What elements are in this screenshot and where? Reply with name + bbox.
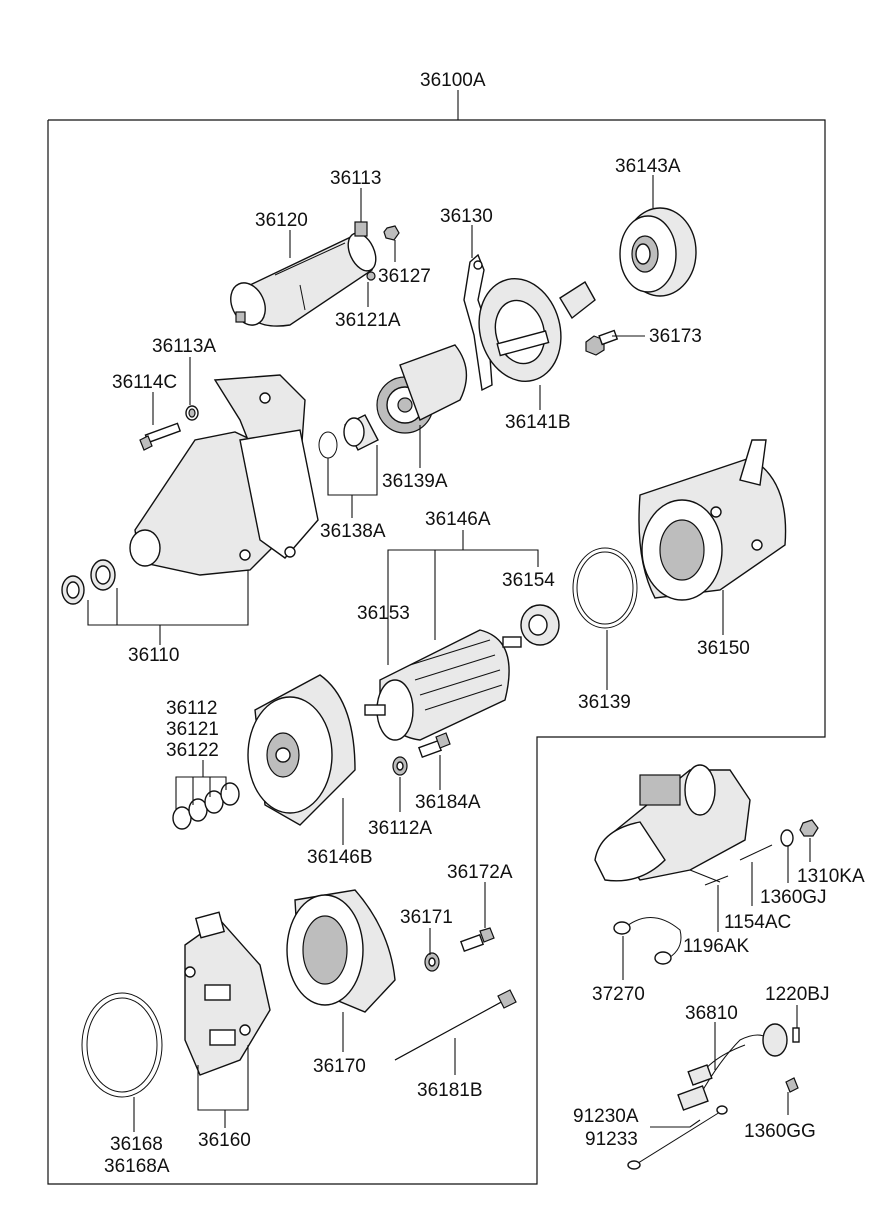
label-91230A: 91230A bbox=[573, 1106, 639, 1127]
label-36138A: 36138A bbox=[320, 521, 386, 542]
o-ring-36139-part bbox=[572, 547, 638, 629]
front-housing-part bbox=[129, 374, 319, 576]
ground-cable-part bbox=[627, 1105, 728, 1170]
bolt-1196AK-part bbox=[704, 875, 729, 886]
rear-cover-part bbox=[286, 889, 396, 1013]
label-37270: 37270 bbox=[592, 984, 645, 1005]
label-36100A: 36100A bbox=[420, 70, 486, 91]
label-1154AC: 1154AC bbox=[724, 912, 791, 933]
washer-36171-part bbox=[424, 952, 440, 972]
label-1220BJ: 1220BJ bbox=[765, 984, 829, 1005]
wiring-harness-part bbox=[677, 1023, 800, 1111]
bushing-part bbox=[61, 559, 116, 605]
screw-36172A-part bbox=[459, 927, 495, 953]
label-36146B: 36146B bbox=[307, 847, 373, 868]
label-36184A: 36184A bbox=[415, 792, 481, 813]
through-bolt-part bbox=[394, 989, 517, 1061]
wire-clip-37270-part bbox=[613, 917, 682, 965]
washer-1360GJ-part bbox=[780, 829, 794, 847]
starter-assembly-part bbox=[594, 764, 751, 883]
label-36122: 36122 bbox=[166, 740, 219, 761]
label-36154: 36154 bbox=[502, 570, 555, 591]
label-36171: 36171 bbox=[400, 907, 453, 928]
o-ring-36168-part bbox=[81, 992, 163, 1098]
label-36170: 36170 bbox=[313, 1056, 366, 1077]
nut-1310KA-part bbox=[799, 819, 819, 837]
sleeve-part bbox=[318, 414, 379, 459]
label-36121A: 36121A bbox=[335, 310, 401, 331]
bearing-36143A-part bbox=[619, 207, 697, 297]
label-36150: 36150 bbox=[697, 638, 750, 659]
bolt-36114C-part bbox=[139, 422, 182, 451]
label-36810: 36810 bbox=[685, 1003, 738, 1024]
label-36127: 36127 bbox=[378, 266, 431, 287]
label-91233: 91233 bbox=[585, 1129, 638, 1150]
label-36141B: 36141B bbox=[505, 412, 571, 433]
label-36168: 36168 bbox=[110, 1134, 163, 1155]
yoke-part bbox=[638, 439, 787, 601]
label-36139: 36139 bbox=[578, 692, 631, 713]
label-36113A: 36113A bbox=[152, 336, 216, 357]
label-36146A: 36146A bbox=[425, 509, 491, 530]
washer-36112A-part bbox=[392, 756, 408, 776]
brush-holder-part bbox=[184, 911, 271, 1076]
label-36168A: 36168A bbox=[104, 1156, 170, 1177]
label-36181B: 36181B bbox=[417, 1080, 483, 1101]
leader-lines bbox=[87, 175, 811, 1132]
label-1310KA: 1310KA bbox=[797, 866, 865, 887]
washer-36113A-part bbox=[185, 405, 199, 421]
label-36121: 36121 bbox=[166, 719, 219, 740]
label-36113: 36113 bbox=[330, 168, 381, 189]
label-36130: 36130 bbox=[440, 206, 493, 227]
label-36120: 36120 bbox=[255, 210, 308, 231]
armature-part bbox=[364, 629, 522, 741]
pinion-gear-part bbox=[376, 344, 468, 434]
label-36173: 36173 bbox=[649, 326, 702, 347]
end-frame-part bbox=[247, 674, 356, 826]
label-36172A: 36172A bbox=[447, 862, 513, 883]
bolt-36173-part bbox=[585, 329, 619, 356]
label-1196AK: 1196AK bbox=[683, 936, 750, 957]
label-36143A: 36143A bbox=[615, 156, 681, 177]
label-36110: 36110 bbox=[128, 645, 179, 666]
stud-1154AC-part bbox=[739, 844, 773, 861]
label-36114C: 36114C bbox=[112, 372, 177, 393]
spring-washer-stack-part bbox=[172, 782, 240, 830]
label-36112: 36112 bbox=[166, 698, 217, 719]
label-36139A: 36139A bbox=[382, 471, 448, 492]
screw-36184A-part bbox=[417, 732, 451, 759]
drive-housing-part bbox=[478, 278, 596, 382]
label-36160: 36160 bbox=[198, 1130, 251, 1151]
label-36112A: 36112A bbox=[368, 818, 432, 839]
small-nut-part bbox=[366, 225, 400, 281]
part-labels: 36100A 36113 36120 36127 36121A 36130 36… bbox=[104, 70, 865, 1177]
label-1360GJ: 1360GJ bbox=[760, 887, 827, 908]
bearing-36154-part bbox=[520, 604, 560, 646]
solenoid-part bbox=[230, 221, 377, 327]
label-1360GG: 1360GG bbox=[744, 1121, 816, 1142]
label-36153: 36153 bbox=[357, 603, 410, 624]
assembly-frame bbox=[47, 90, 826, 1185]
